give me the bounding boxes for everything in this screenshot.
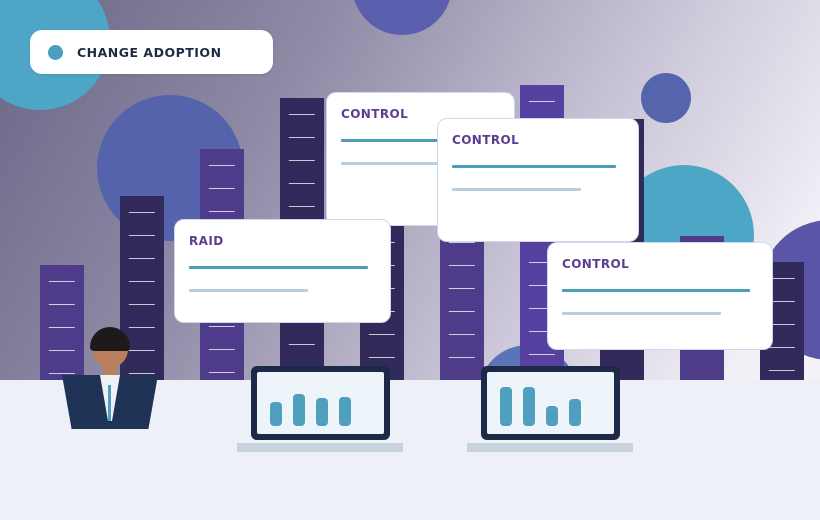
laptop-base xyxy=(467,443,633,452)
building-window xyxy=(208,326,236,327)
bar-chart-bar xyxy=(500,387,512,426)
building-window xyxy=(208,372,236,373)
building-window xyxy=(528,262,556,263)
laptop-base xyxy=(237,443,403,452)
bar-chart-bar xyxy=(523,387,535,426)
card-line-primary xyxy=(562,289,750,292)
person-figure xyxy=(62,325,158,429)
building-window xyxy=(128,350,156,351)
bg-circle-blue-top xyxy=(352,0,452,35)
building-window xyxy=(448,288,476,289)
building-window xyxy=(768,370,796,371)
building-window xyxy=(128,258,156,259)
building-window xyxy=(528,101,556,102)
bg-circle-blue-small xyxy=(641,73,691,123)
building-window xyxy=(128,235,156,236)
building-window xyxy=(128,373,156,374)
building-window xyxy=(48,373,76,374)
building-window xyxy=(208,349,236,350)
building-window xyxy=(128,281,156,282)
card-title: CONTROL xyxy=(341,107,409,121)
building-window xyxy=(528,331,556,332)
building-window xyxy=(448,265,476,266)
building-window xyxy=(448,311,476,312)
person-hair xyxy=(90,327,130,351)
building-window xyxy=(48,350,76,351)
laptop-display xyxy=(257,372,384,434)
building-window xyxy=(528,308,556,309)
building-window xyxy=(208,188,236,189)
building-window xyxy=(528,354,556,355)
card-title: CONTROL xyxy=(562,257,630,271)
laptop-display xyxy=(487,372,614,434)
bar-chart-bar xyxy=(546,406,558,426)
bar-chart-bar xyxy=(569,399,581,426)
building-window xyxy=(208,211,236,212)
card-title: RAID xyxy=(189,234,224,248)
person-tie xyxy=(108,385,111,421)
bar-chart-bar xyxy=(270,402,282,426)
card-line-secondary xyxy=(341,162,451,165)
bar-chart-bar xyxy=(293,394,305,426)
bar-chart-bar xyxy=(339,397,351,426)
building-window xyxy=(128,327,156,328)
building-window xyxy=(768,324,796,325)
building-window xyxy=(448,334,476,335)
control-card: CONTROL xyxy=(547,242,773,350)
card-title: CONTROL xyxy=(452,133,520,147)
card-line-primary xyxy=(341,139,491,142)
building-window xyxy=(48,327,76,328)
building-window xyxy=(768,278,796,279)
building-window xyxy=(288,114,316,115)
card-line-primary xyxy=(189,266,368,269)
badge-label: CHANGE ADOPTION xyxy=(77,44,222,60)
building-window xyxy=(128,304,156,305)
control-card: CONTROL xyxy=(437,118,639,242)
building-window xyxy=(768,347,796,348)
building-window xyxy=(288,206,316,207)
building-window xyxy=(48,281,76,282)
building-window xyxy=(48,304,76,305)
building-window xyxy=(368,334,396,335)
card-line-secondary xyxy=(189,289,308,292)
badge-dot-icon xyxy=(48,44,63,60)
card-line-primary xyxy=(452,165,616,168)
building-window xyxy=(288,183,316,184)
building-window xyxy=(448,242,476,243)
card-line-secondary xyxy=(452,188,581,191)
building-window xyxy=(128,212,156,213)
card-line-secondary xyxy=(562,312,721,315)
building-window xyxy=(208,165,236,166)
building-window xyxy=(448,357,476,358)
building-window xyxy=(288,160,316,161)
building xyxy=(40,265,84,380)
building xyxy=(440,226,484,380)
building-window xyxy=(768,301,796,302)
raid-card: RAID xyxy=(174,219,391,323)
bar-chart-bar xyxy=(316,398,328,426)
building-window xyxy=(528,285,556,286)
building-window xyxy=(288,344,316,345)
change-adoption-badge: CHANGE ADOPTION xyxy=(30,30,273,74)
building-window xyxy=(368,357,396,358)
building-window xyxy=(288,137,316,138)
